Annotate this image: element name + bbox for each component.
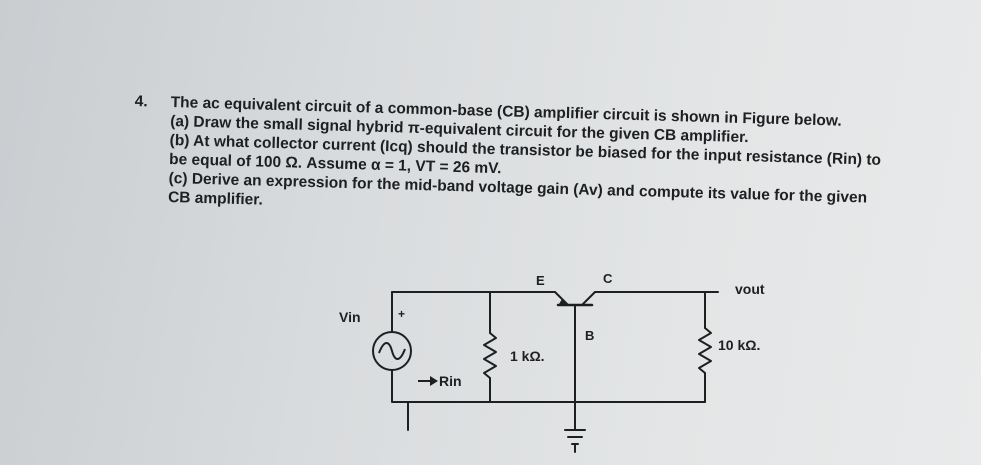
label-vin: Vin [339,309,361,325]
transistor-emitter-arrow [559,299,569,306]
label-collector: C [603,271,613,286]
label-plus: + [398,307,405,321]
sine-wave-icon [378,342,406,360]
transistor-collector-lead [581,291,596,306]
label-vout: vout [735,281,765,297]
label-load-resistor: 10 kΩ. [718,337,760,353]
ac-source-circle [372,331,412,371]
ground-symbol [564,429,586,453]
label-base: B [585,328,594,343]
source-bottom-wire [391,369,409,431]
rin-arrow-head [430,376,438,386]
load-resistor-zigzag [698,327,712,374]
emitter-resistor-zigzag [483,332,497,379]
label-emitter-resistor: 1 kΩ. [510,348,545,364]
label-emitter: E [536,273,545,288]
label-rin: Rin [439,373,462,389]
